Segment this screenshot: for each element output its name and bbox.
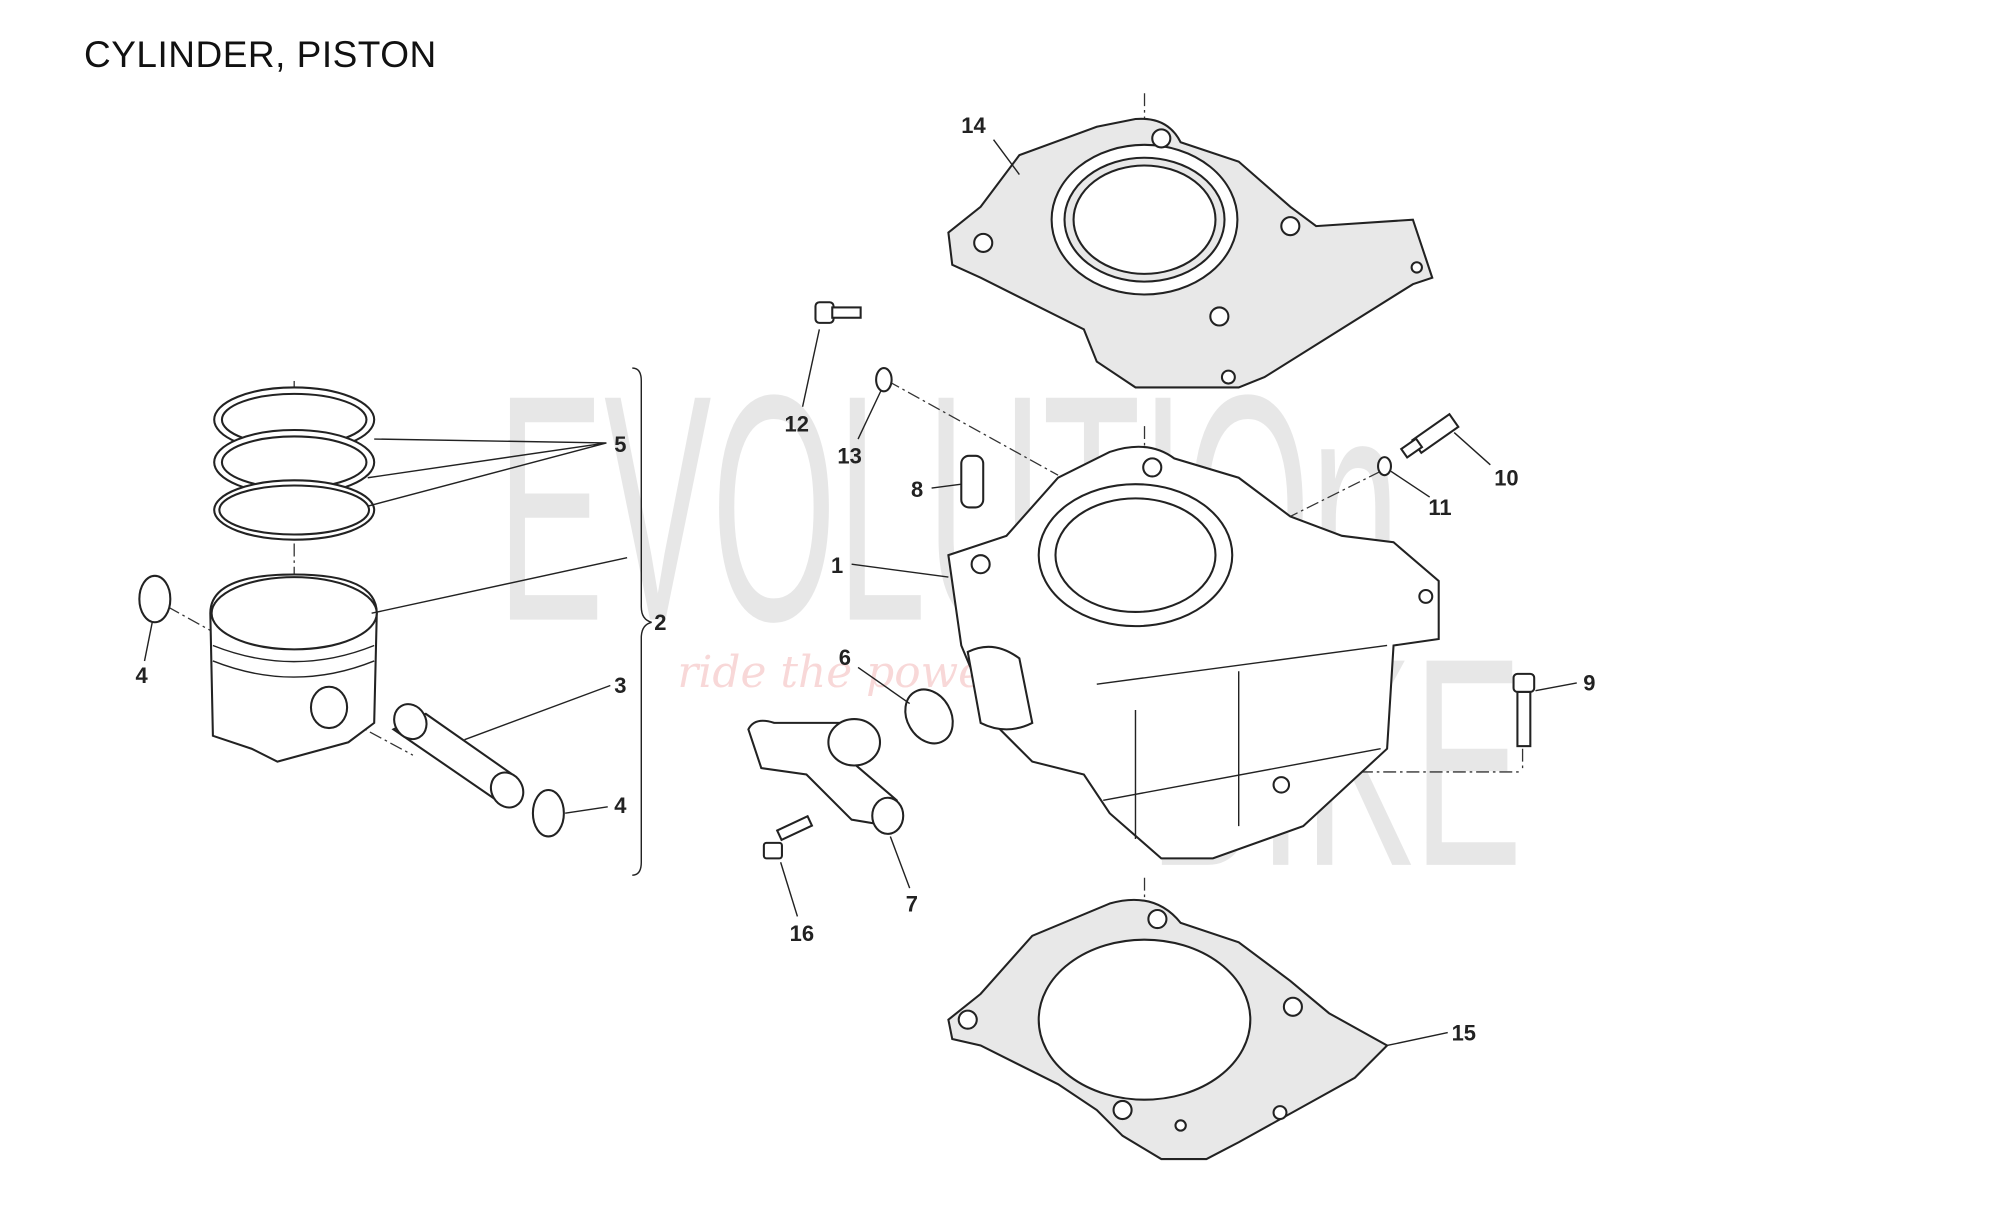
piston <box>209 573 378 763</box>
bolt-12 <box>814 301 862 324</box>
temperature-sensor <box>1399 412 1460 459</box>
o-ring-6 <box>904 688 954 745</box>
callout-5: 5 <box>614 432 626 457</box>
callout-8: 8 <box>911 477 923 502</box>
cylinder <box>947 445 1440 860</box>
watermark-tagline: ride the power <box>677 647 1008 698</box>
base-gasket <box>947 898 1389 1161</box>
callout-14: 14 <box>961 113 986 138</box>
callout-13: 13 <box>837 444 861 469</box>
callout-6: 6 <box>839 645 851 670</box>
water-fitting <box>747 718 905 835</box>
bolt-9 <box>1512 672 1536 748</box>
callout-labels: 14 5 12 13 8 10 11 1 2 4 6 3 9 4 7 16 15 <box>135 113 1595 1045</box>
callout-10: 10 <box>1494 465 1518 490</box>
dowel-pin <box>960 454 985 509</box>
screw-16 <box>762 814 814 860</box>
callout-4-right: 4 <box>614 793 627 818</box>
cylinder-head-gasket <box>947 117 1434 389</box>
callout-3: 3 <box>614 673 626 698</box>
assembly-bracket <box>632 367 652 876</box>
circlip-left <box>138 574 172 624</box>
callout-16: 16 <box>790 921 814 946</box>
washer <box>875 367 893 393</box>
diagram-title: CYLINDER, PISTON <box>84 34 437 75</box>
callout-2: 2 <box>654 610 666 635</box>
callout-1: 1 <box>831 553 843 578</box>
piston-rings <box>213 386 376 541</box>
callout-4-left: 4 <box>135 663 148 688</box>
o-ring-11 <box>1377 456 1392 477</box>
piston-pin <box>391 703 525 809</box>
callout-11: 11 <box>1428 495 1451 520</box>
callout-15: 15 <box>1452 1020 1476 1045</box>
leader-lines <box>143 139 1577 1047</box>
callout-12: 12 <box>785 411 809 436</box>
callout-9: 9 <box>1583 671 1595 696</box>
callout-7: 7 <box>906 891 918 916</box>
circlip-right <box>531 788 565 838</box>
